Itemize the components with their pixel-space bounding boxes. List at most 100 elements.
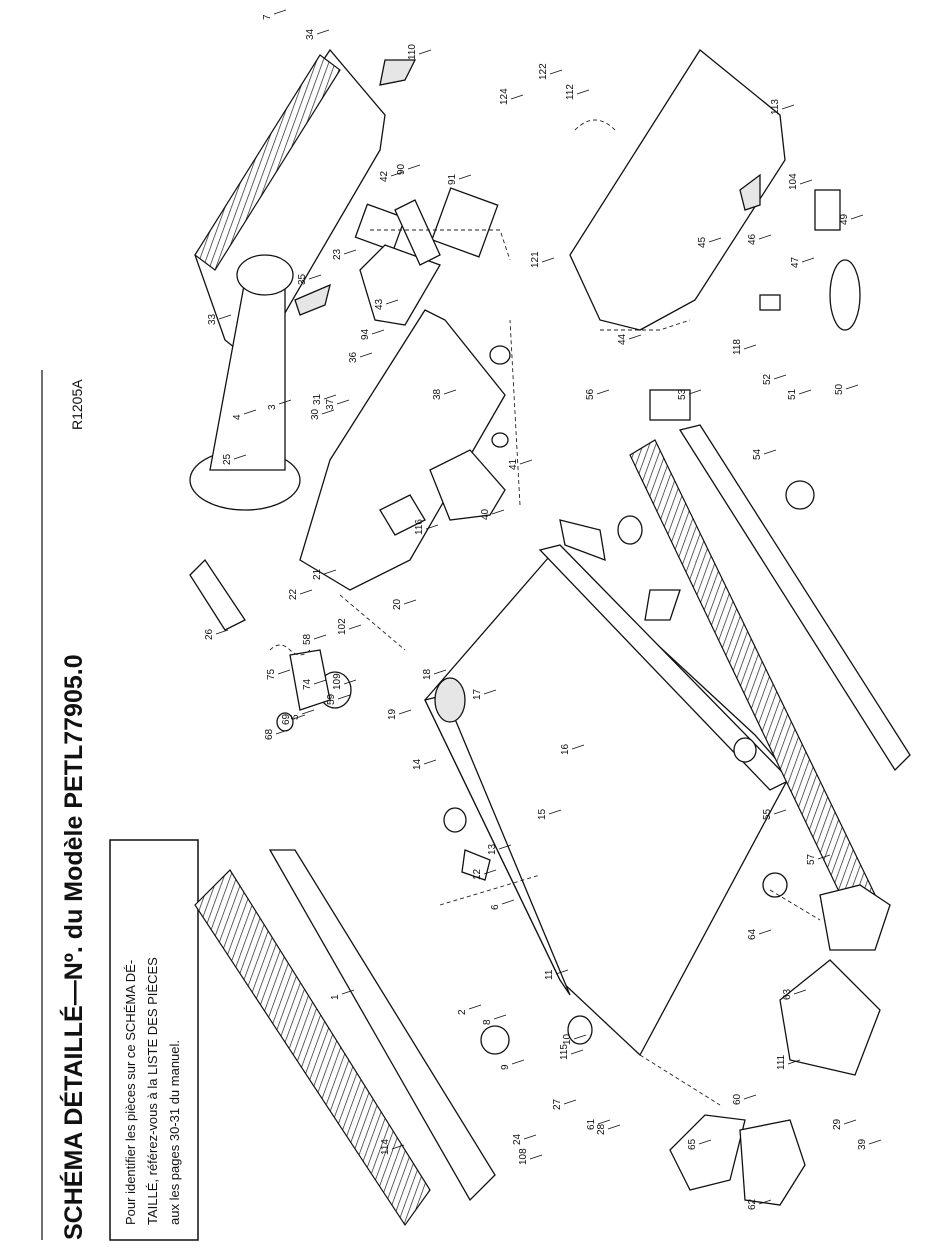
leader-line-74 [313, 679, 327, 685]
leader-line-25 [233, 454, 247, 460]
part-label-21: 21 [312, 568, 323, 580]
part-label-68: 68 [264, 728, 275, 740]
leader-line-56 [596, 389, 610, 395]
leader-line-104 [799, 179, 813, 185]
part-label-7: 7 [262, 14, 273, 20]
part-label-15: 15 [537, 808, 548, 820]
part-label-54: 54 [752, 448, 763, 460]
part-label-17: 17 [472, 688, 483, 700]
part-label-23: 23 [332, 248, 343, 260]
leader-line-49 [850, 214, 864, 220]
part-label-36: 36 [348, 351, 359, 363]
part-label-60: 60 [732, 1093, 743, 1105]
leader-line-24 [523, 1134, 537, 1140]
leader-line-21 [323, 569, 337, 575]
leader-line-90 [407, 164, 421, 170]
leader-line-8 [493, 1014, 507, 1020]
leader-line-68 [275, 729, 289, 735]
part-label-102: 102 [337, 618, 348, 635]
leader-line-113 [781, 104, 795, 110]
part-label-8: 8 [482, 1019, 493, 1025]
part-label-116: 116 [414, 519, 425, 535]
leader-line-5 [301, 709, 315, 715]
part-label-65: 65 [687, 1138, 698, 1150]
part-label-16: 16 [560, 743, 571, 755]
part-label-6: 6 [490, 904, 501, 910]
assembly-guides [339, 229, 821, 1106]
leader-line-4 [243, 409, 257, 415]
part-label-62: 62 [747, 1198, 758, 1210]
leader-line-35 [308, 274, 322, 280]
note-line-2: TAILLÉ, référez-vous à la LISTE DES PIÈC… [145, 957, 160, 1225]
part-label-53: 53 [677, 388, 688, 400]
leader-line-58 [313, 634, 327, 640]
leader-line-47 [801, 257, 815, 263]
leader-line-2 [468, 1004, 482, 1010]
part-label-19: 19 [387, 708, 398, 720]
leader-line-63 [793, 989, 807, 995]
part-label-111: 111 [776, 1054, 787, 1070]
part-label-55: 55 [762, 808, 773, 820]
part-label-4: 4 [232, 414, 243, 420]
leader-line-62 [758, 1199, 772, 1205]
part-label-113: 113 [770, 99, 781, 115]
leader-line-23 [343, 249, 357, 255]
part-label-13: 13 [487, 843, 498, 855]
part-label-20: 20 [392, 598, 403, 610]
diagram-code: R1205A [69, 379, 85, 430]
part-callouts: 1234567891011121314151617181920212223242… [204, 9, 882, 1210]
leader-line-65 [698, 1139, 712, 1145]
part-label-94: 94 [360, 328, 371, 340]
leader-line-115 [570, 1049, 584, 1055]
part-label-34: 34 [305, 28, 316, 40]
leader-line-39 [868, 1139, 882, 1145]
leader-line-26 [215, 629, 229, 635]
leader-line-31 [323, 394, 337, 400]
hardware [269, 119, 861, 1055]
leader-line-29 [843, 1119, 857, 1125]
part-label-5: 5 [290, 714, 301, 720]
leader-line-112 [576, 89, 590, 95]
part-label-124: 124 [499, 88, 510, 105]
part-label-29: 29 [832, 1118, 843, 1130]
leader-line-34 [316, 29, 330, 35]
part-label-18: 18 [422, 668, 433, 680]
part-label-59: 59 [326, 693, 337, 705]
part-label-118: 118 [732, 339, 743, 355]
part-label-50: 50 [834, 383, 845, 395]
leader-line-36 [359, 352, 373, 358]
leader-line-20 [403, 599, 417, 605]
leader-line-52 [773, 374, 787, 380]
leader-line-118 [743, 344, 757, 350]
note-line-1: Pour identifier les pièces sur ce SCHÉMA… [123, 960, 138, 1225]
leader-line-17 [483, 689, 497, 695]
leader-line-61 [597, 1119, 611, 1125]
side-rails [194, 424, 911, 1227]
part-label-57: 57 [806, 853, 817, 865]
part-label-38: 38 [432, 388, 443, 400]
leader-line-40 [491, 509, 505, 515]
leader-line-33 [218, 314, 232, 320]
part-label-26: 26 [204, 628, 215, 640]
part-label-30: 30 [310, 408, 321, 420]
leader-line-13 [498, 844, 512, 850]
leader-line-43 [385, 299, 399, 305]
part-label-25: 25 [222, 453, 233, 465]
page-title: SCHÉMA DÉTAILLÉ—Nº. du Modèle PETL77905.… [59, 654, 88, 1240]
leader-line-28 [607, 1124, 621, 1130]
part-label-2: 2 [457, 1009, 468, 1015]
leader-line-124 [510, 94, 524, 100]
part-label-42: 42 [379, 170, 390, 182]
leader-line-45 [708, 237, 722, 243]
leader-line-41 [519, 459, 533, 465]
leader-line-94 [371, 329, 385, 335]
upper-frame [189, 187, 511, 631]
leader-line-57 [817, 854, 831, 860]
leader-line-38 [443, 389, 457, 395]
part-label-61: 61 [586, 1118, 597, 1130]
part-label-91: 91 [447, 173, 458, 185]
part-label-33: 33 [207, 313, 218, 325]
leader-line-91 [458, 174, 472, 180]
part-label-122: 122 [538, 63, 549, 80]
leader-line-9 [511, 1059, 525, 1065]
